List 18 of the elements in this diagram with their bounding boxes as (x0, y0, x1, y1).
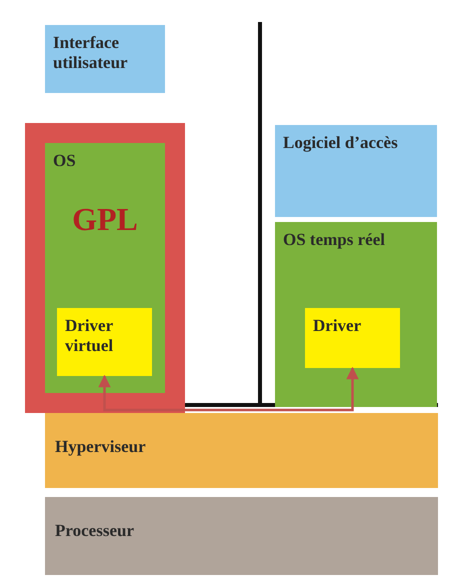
layer-box (45, 497, 438, 575)
arrow (98, 366, 359, 412)
layer-box (25, 123, 185, 413)
layer-box (57, 308, 152, 376)
box-label: OS (53, 151, 76, 171)
layer-box (305, 308, 400, 368)
layer-box (45, 25, 165, 93)
box-label: OS temps réel (283, 230, 385, 250)
box-label: Hyperviseur (55, 437, 146, 457)
box-label: Processeur (55, 521, 134, 541)
license-label: GPL (72, 200, 138, 238)
box-label: Driver (313, 316, 362, 336)
box-label: Interface utilisateur (53, 33, 129, 72)
box-label: Driver virtuel (65, 316, 114, 356)
box-label: Logiciel d’accès (283, 133, 398, 153)
layer-box (275, 125, 437, 217)
layer-box (275, 222, 437, 407)
layer-box (45, 413, 438, 488)
